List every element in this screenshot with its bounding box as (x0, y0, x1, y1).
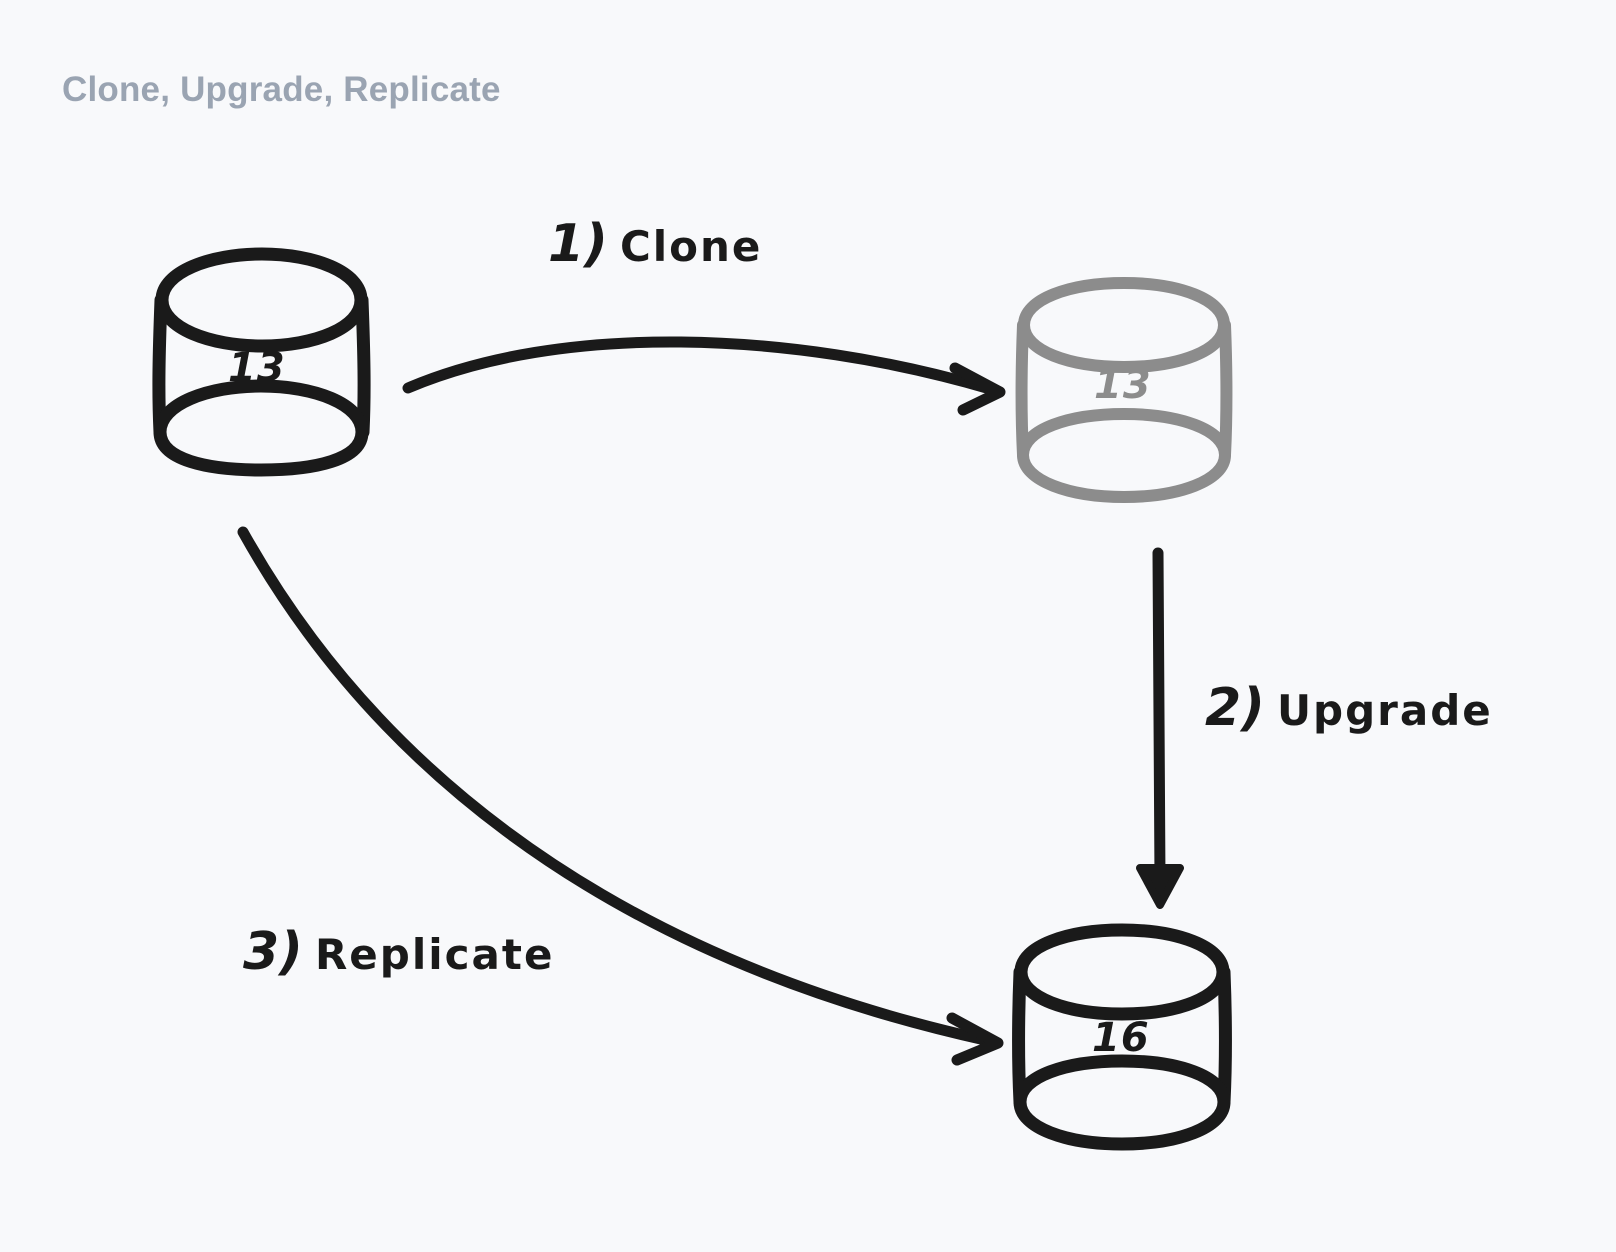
database-value-source: 13 (228, 345, 286, 391)
database-value-clone: 13 (1094, 362, 1152, 408)
curved-arrow-right-icon (402, 336, 1006, 416)
database-cylinder-icon-upgraded (1012, 923, 1232, 1151)
step-label-clone: 1)Clone (548, 214, 762, 274)
step-word-clone: Clone (619, 222, 763, 271)
step-number-upgrade: 2) (1205, 678, 1265, 738)
database-cylinder-icon-source (152, 247, 371, 477)
curved-arrow-down-right-icon (237, 526, 1004, 1066)
database-cylinder-icon-clone (1015, 277, 1233, 503)
step-label-replicate: 3)Replicate (243, 922, 554, 982)
step-word-upgrade: Upgrade (1276, 686, 1493, 735)
step-word-replicate: Replicate (314, 930, 555, 979)
step-number-replicate: 3) (243, 922, 303, 982)
database-value-upgraded: 16 (1092, 1015, 1150, 1061)
step-label-upgrade: 2)Upgrade (1205, 678, 1493, 738)
step-number-clone: 1) (548, 214, 608, 274)
straight-arrow-down-icon (1136, 547, 1184, 909)
page-title: Clone, Upgrade, Replicate (62, 70, 501, 109)
